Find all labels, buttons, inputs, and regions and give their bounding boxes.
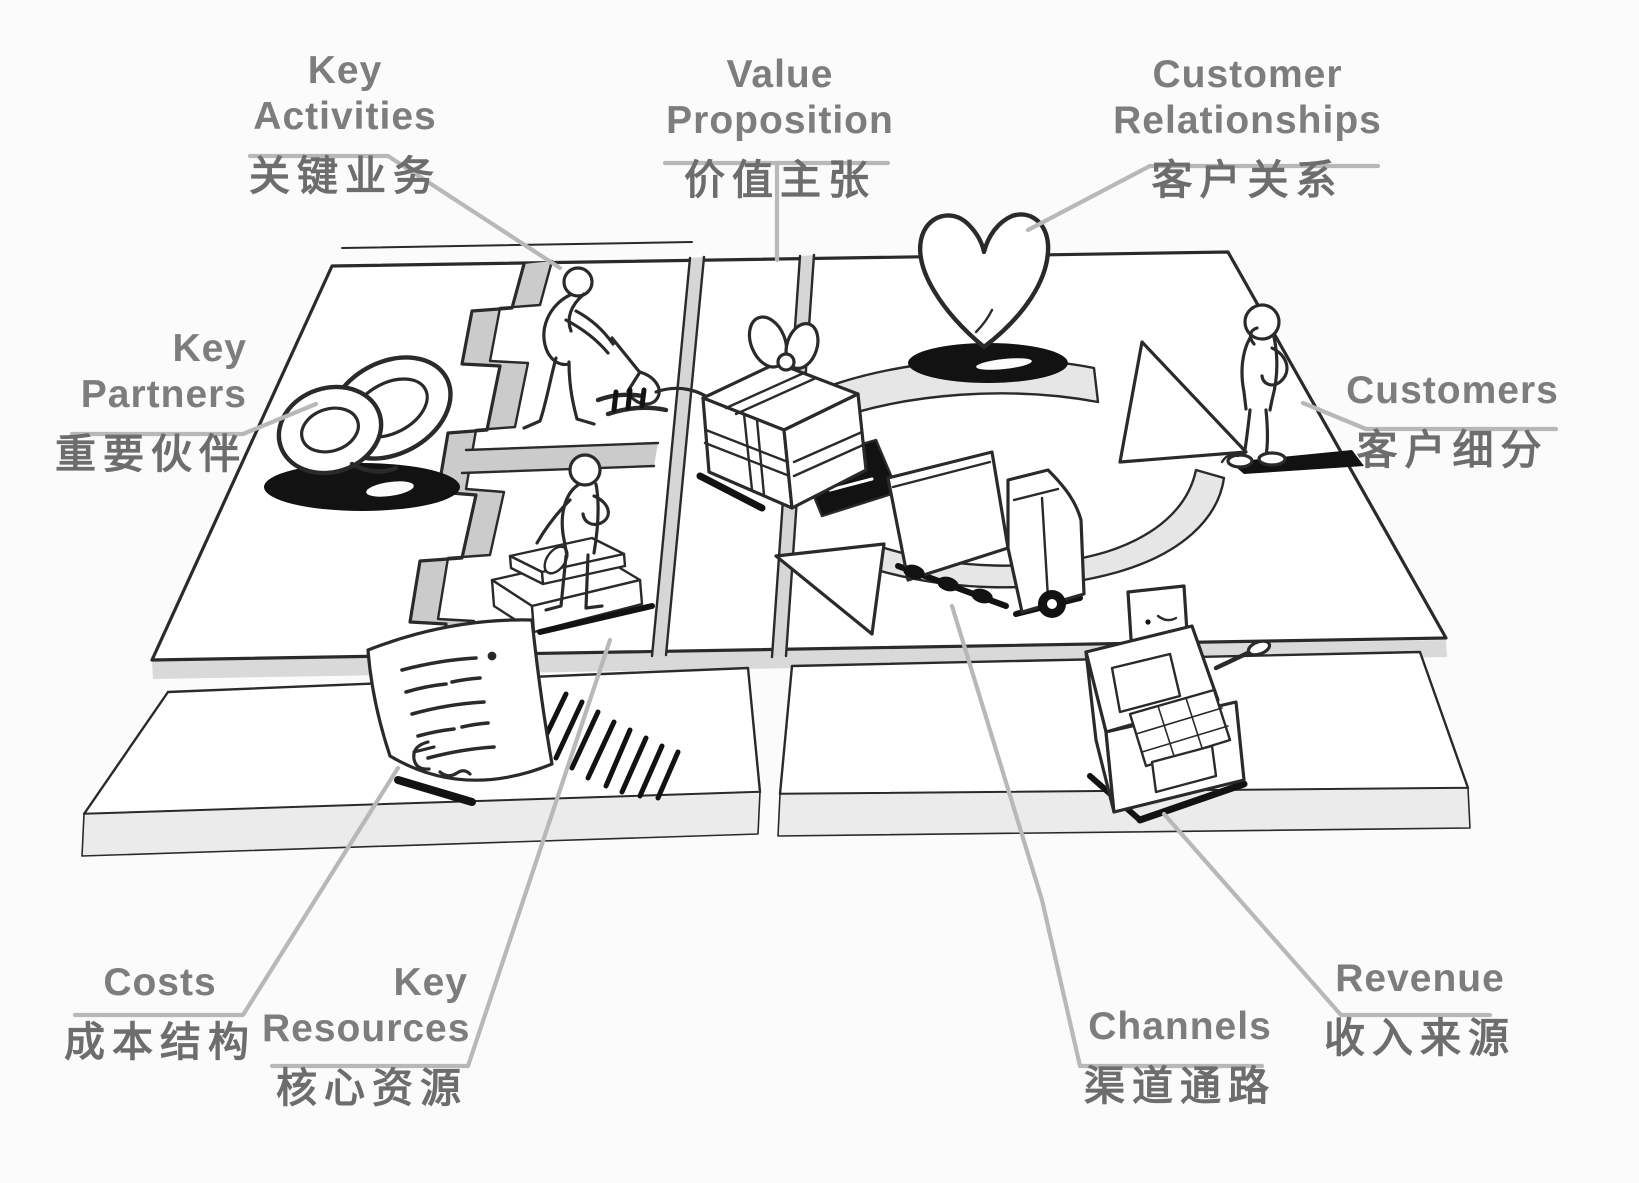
activities-resources-divider [460,441,660,475]
gift-box-icon [696,315,900,518]
label-customers: Customers 客户细分 [1346,369,1559,474]
leader-lines [69,153,1559,1069]
delivery-truck-icon [886,450,1086,618]
label-channels: Channels 渠道通路 [1084,1005,1276,1110]
label-revenue: Revenue 收入来源 [1324,957,1516,1062]
worker-with-toolbox-icon [490,453,655,635]
standing-person-icon [1220,303,1364,474]
heart-icon [908,212,1068,383]
label-costs: Costs 成本结构 [64,961,256,1066]
invoice-document-icon [366,618,681,806]
revenue-slab [777,650,1471,837]
cash-register-icon [1084,584,1272,824]
